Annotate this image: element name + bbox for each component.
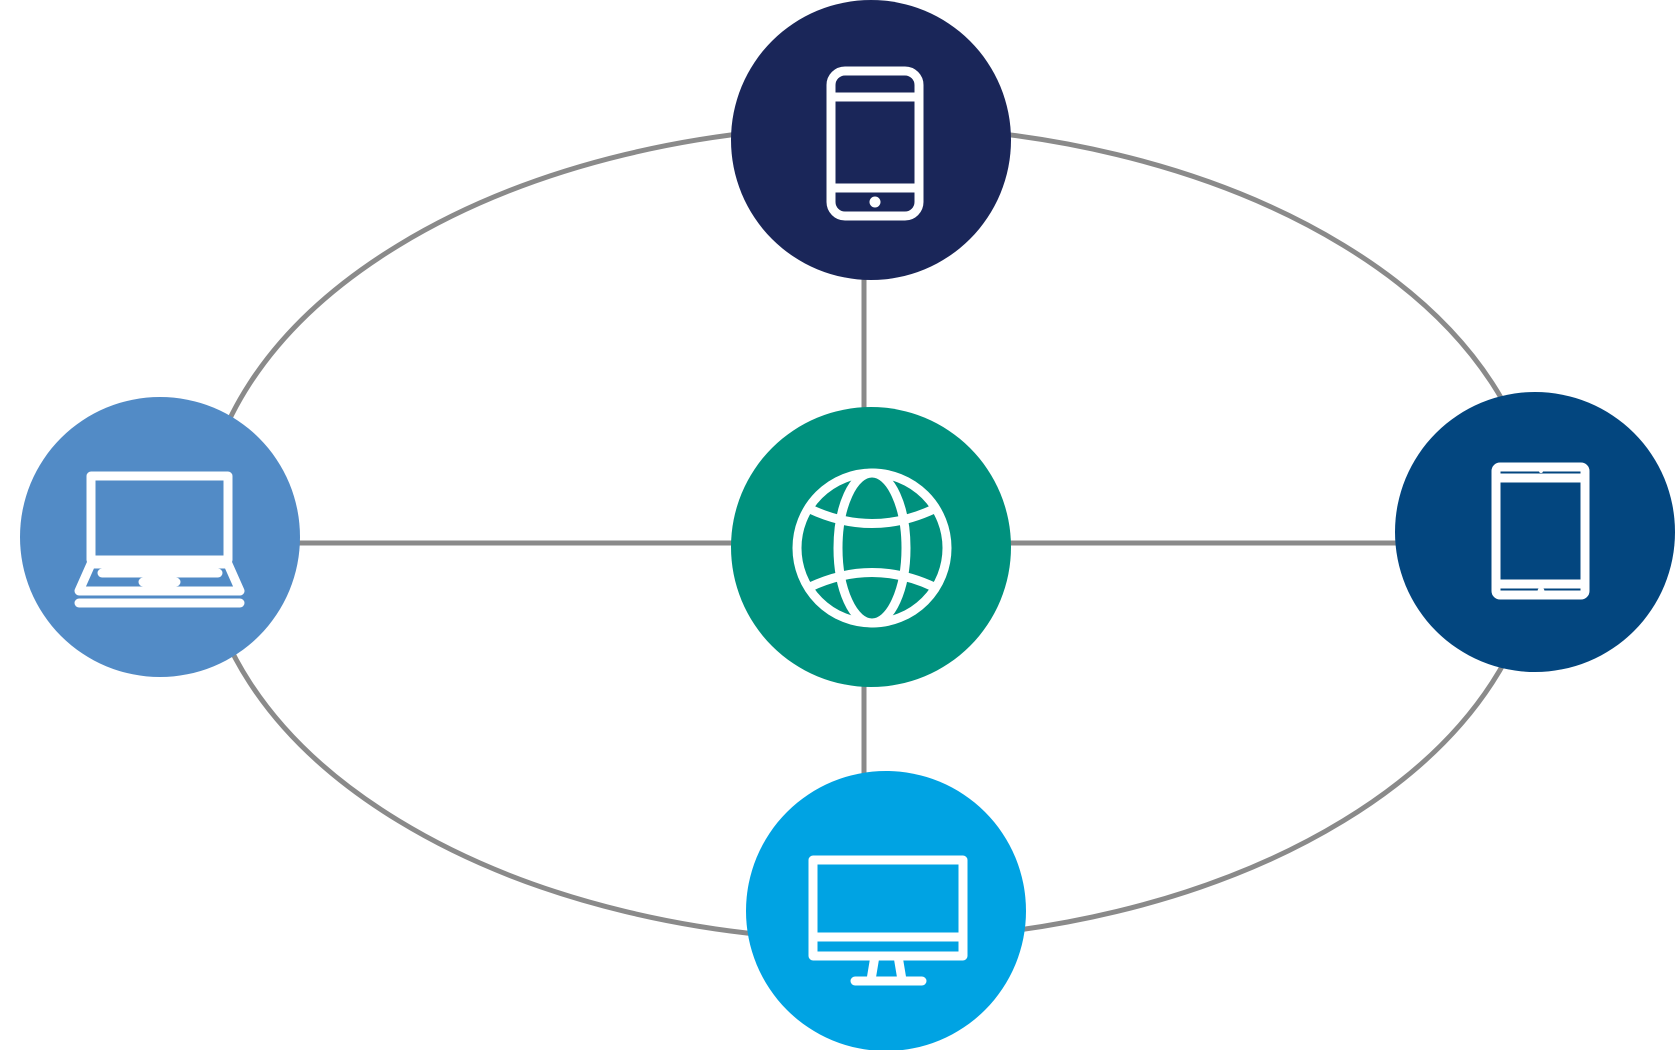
smartphone-icon (826, 66, 924, 221)
globe-node-circle (731, 407, 1011, 687)
globe-node (731, 407, 1011, 687)
globe-icon (792, 468, 952, 628)
laptop-node (20, 397, 300, 677)
tablet-node (1395, 392, 1675, 672)
laptop-icon (74, 471, 245, 608)
tablet-node-circle (1395, 392, 1675, 672)
desktop-node-circle (746, 771, 1026, 1050)
smartphone-node (731, 0, 1011, 280)
laptop-node-circle (20, 397, 300, 677)
desktop-monitor-icon (808, 855, 968, 986)
desktop-node (746, 771, 1026, 1050)
smartphone-node-circle (731, 0, 1011, 280)
tablet-icon (1491, 462, 1590, 600)
